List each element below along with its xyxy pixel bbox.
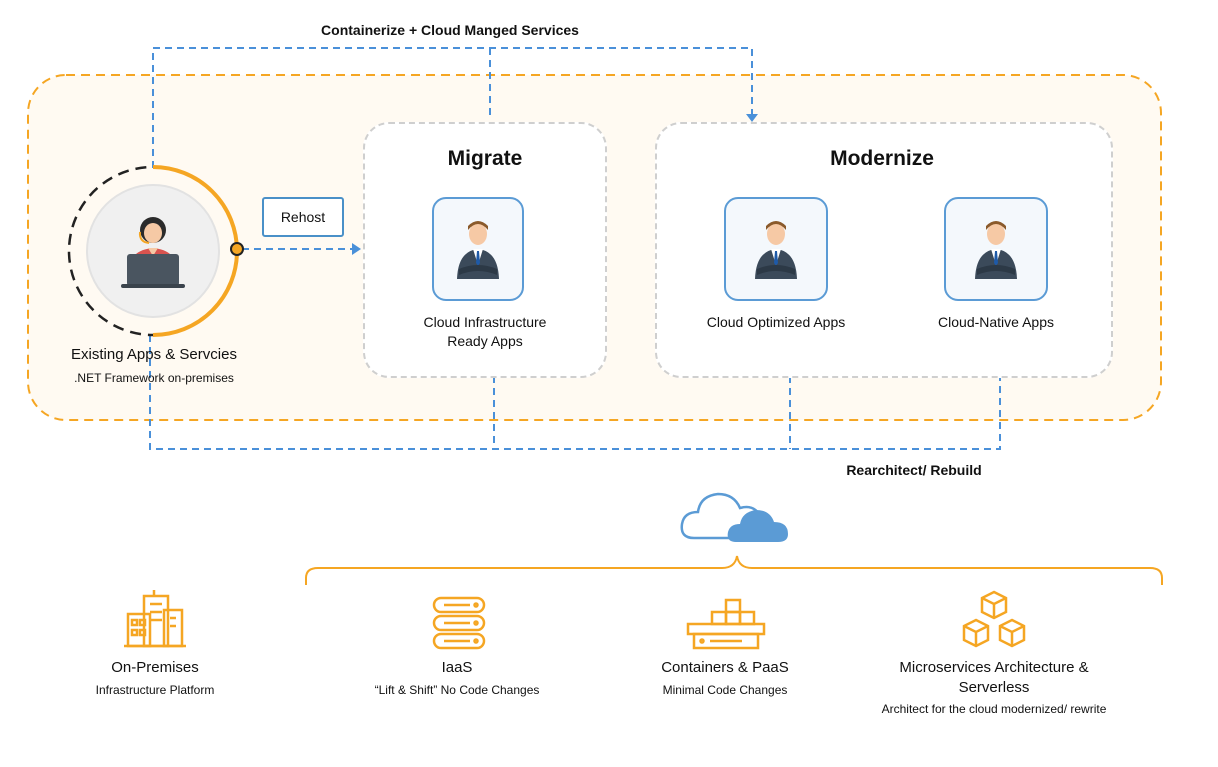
platform-microservices-title-2: Serverless <box>958 679 1030 696</box>
cloud-optimized-app-label: Cloud Optimized Apps <box>706 314 846 330</box>
business-person-icon <box>975 221 1017 279</box>
container-icon <box>686 596 766 657</box>
cloud-native-app-tile <box>944 197 1048 301</box>
platform-microservices-subtitle: Architect for the cloud modernized/ rewr… <box>881 702 1107 716</box>
support-agent-icon <box>115 210 191 295</box>
platform-onprem-subtitle: Infrastructure Platform <box>95 683 215 697</box>
cloud-optimized-app-tile <box>724 197 828 301</box>
cloud-icon <box>680 484 792 549</box>
existing-title: Existing Apps & Servcies <box>71 346 237 363</box>
cloud-infra-app-label-2: Ready Apps <box>447 333 523 349</box>
rehost-anchor-dot <box>230 242 244 256</box>
server-stack-icon <box>430 594 488 657</box>
rearchitect-flow-line <box>149 335 1001 450</box>
cloud-infra-app-label-1: Cloud Infrastructure <box>423 314 547 330</box>
cubes-icon <box>962 588 1026 657</box>
existing-subtitle: .NET Framework on-premises <box>74 371 234 385</box>
rehost-label-box: Rehost <box>262 197 344 237</box>
migrate-heading: Migrate <box>447 147 523 170</box>
rehost-arrowhead <box>352 243 361 255</box>
platform-paas-subtitle: Minimal Code Changes <box>662 683 788 697</box>
containerize-arrowhead <box>746 114 758 122</box>
top-flow-label: Containerize + Cloud Manged Services <box>321 22 579 38</box>
platform-iaas-subtitle: “Lift & Shift” No Code Changes <box>374 683 540 697</box>
platform-bracket <box>305 555 1163 585</box>
business-person-icon <box>755 221 797 279</box>
platform-microservices-title: Microservices Architecture & <box>899 659 1089 676</box>
modernize-heading: Modernize <box>830 147 934 170</box>
business-person-icon <box>457 221 499 279</box>
containerize-flow-line <box>152 47 753 168</box>
platform-onprem-title: On-Premises <box>111 659 199 676</box>
cloud-infra-app-tile <box>432 197 524 301</box>
platform-paas-title: Containers & PaaS <box>661 659 789 676</box>
bottom-flow-label: Rearchitect/ Rebuild <box>846 462 982 478</box>
platform-iaas-title: IaaS <box>441 659 473 676</box>
cloud-native-app-label: Cloud-Native Apps <box>938 314 1054 330</box>
buildings-icon <box>124 588 186 655</box>
